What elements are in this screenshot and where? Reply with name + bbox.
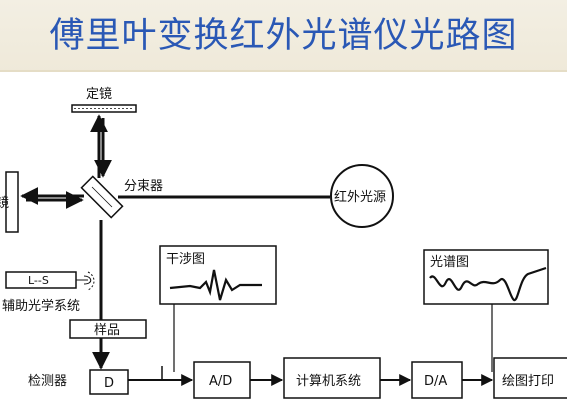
ir-source-label: 红外光源 bbox=[334, 189, 386, 205]
computer-system-label: 计算机系统 bbox=[296, 374, 361, 389]
beam-paths bbox=[20, 114, 330, 370]
computer-system: 计算机系统 bbox=[283, 357, 381, 399]
fixed-mirror-label: 定镜 bbox=[86, 87, 112, 102]
da-converter-label: D/A bbox=[424, 374, 447, 389]
detector-label: 检测器 bbox=[28, 374, 67, 389]
interferogram-label: 干涉图 bbox=[166, 252, 205, 267]
sample-label: 样品 bbox=[94, 323, 120, 338]
da-converter: D/A bbox=[411, 361, 463, 399]
moving-mirror: 镜 bbox=[0, 171, 19, 233]
fixed-mirror: 定镜 bbox=[71, 87, 137, 113]
detector: 检测器 D bbox=[28, 369, 129, 395]
signal-lines bbox=[128, 303, 494, 386]
laser-unit: L--S 辅助光学系统 bbox=[2, 271, 95, 314]
detector-box-label: D bbox=[104, 376, 114, 391]
title-divider bbox=[0, 70, 567, 72]
interferogram-panel: 干涉图 bbox=[159, 245, 277, 305]
sample: 样品 bbox=[69, 319, 147, 339]
spectrum-label: 光谱图 bbox=[430, 255, 469, 270]
moving-mirror-label: 镜 bbox=[0, 196, 9, 211]
title-bar: 傅里叶变换红外光谱仪光路图 bbox=[0, 0, 567, 72]
ad-converter: A/D bbox=[193, 361, 251, 399]
page-title: 傅里叶变换红外光谱仪光路图 bbox=[49, 16, 518, 56]
spectrum-panel: 光谱图 bbox=[423, 249, 549, 305]
ir-source: 红外光源 bbox=[330, 164, 394, 228]
plotter-printer: 绘图打印 bbox=[493, 357, 567, 399]
plotter-printer-label: 绘图打印 bbox=[502, 374, 554, 389]
beam-splitter-label: 分束器 bbox=[124, 179, 163, 194]
beam-splitter: 分束器 bbox=[80, 175, 163, 219]
ad-converter-label: A/D bbox=[209, 374, 232, 389]
laser-unit-label: L--S bbox=[28, 274, 49, 287]
aux-optics-label: 辅助光学系统 bbox=[2, 298, 80, 314]
